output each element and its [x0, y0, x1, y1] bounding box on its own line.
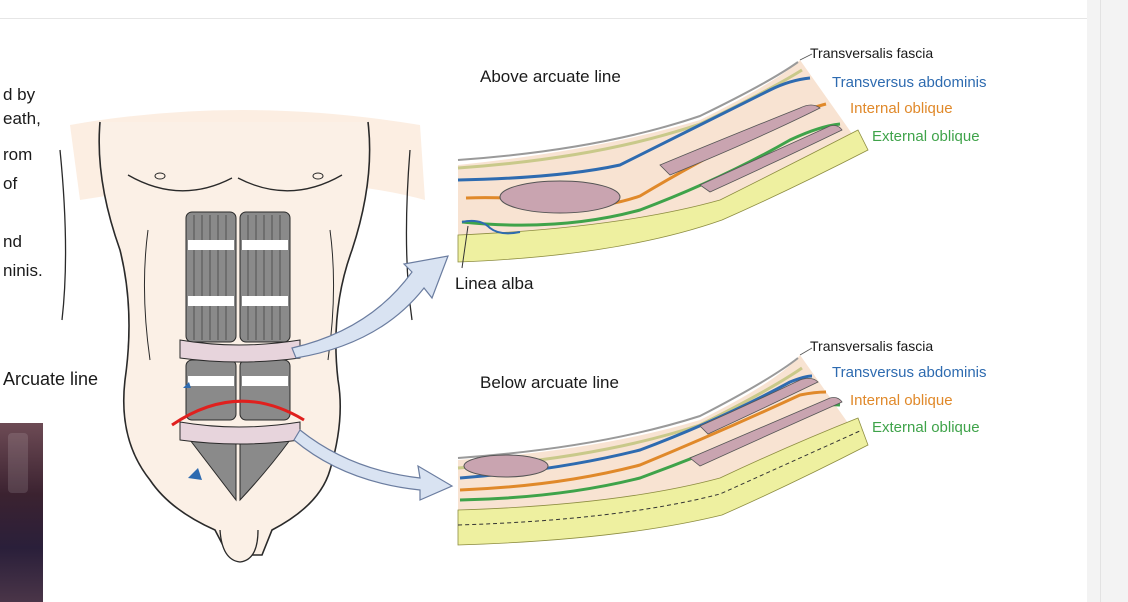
slide-text-line: of — [3, 174, 18, 193]
label-internal-oblique: Internal oblique — [850, 392, 953, 409]
label-transversus-abdominis: Transversus abdominis — [832, 364, 987, 381]
slide-text-line: eath, — [3, 109, 41, 128]
arcuate-line-label: Arcuate line — [3, 369, 99, 389]
arrow-to-top-section — [291, 255, 449, 359]
label-internal-oblique: Internal oblique — [850, 100, 953, 117]
label-linea-alba: Linea alba — [455, 274, 534, 293]
anatomy-diagram: Above arcuate line Transversalis fascia … — [59, 45, 987, 563]
torso-illustration — [59, 110, 425, 563]
above-arcuate-title: Above arcuate line — [480, 67, 621, 86]
slide-text-line: nd — [3, 232, 22, 251]
label-external-oblique: External oblique — [872, 128, 980, 145]
rectus-abdominis — [185, 211, 291, 502]
slide-text-line: d by — [3, 85, 36, 104]
slide-text-line: rom — [3, 145, 33, 164]
label-transversalis-fascia: Transversalis fascia — [810, 338, 933, 354]
label-external-oblique: External oblique — [872, 419, 980, 436]
slide-text-line: ninis. — [3, 261, 43, 280]
label-transversalis-fascia: Transversalis fascia — [810, 45, 933, 61]
presenter-photo — [0, 423, 43, 602]
panel-divider — [1100, 0, 1101, 602]
slide-canvas: d by eath, rom of nd ninis. Arcuate line — [0, 0, 1087, 602]
slide-top-border — [0, 18, 1087, 19]
label-transversus-abdominis: Transversus abdominis — [832, 74, 987, 91]
below-arcuate-title: Below arcuate line — [480, 373, 619, 392]
arrow-to-bottom-section — [293, 429, 454, 501]
right-side-panel — [1087, 0, 1128, 602]
cross-section-below — [457, 355, 869, 546]
cross-section-above — [457, 60, 869, 263]
